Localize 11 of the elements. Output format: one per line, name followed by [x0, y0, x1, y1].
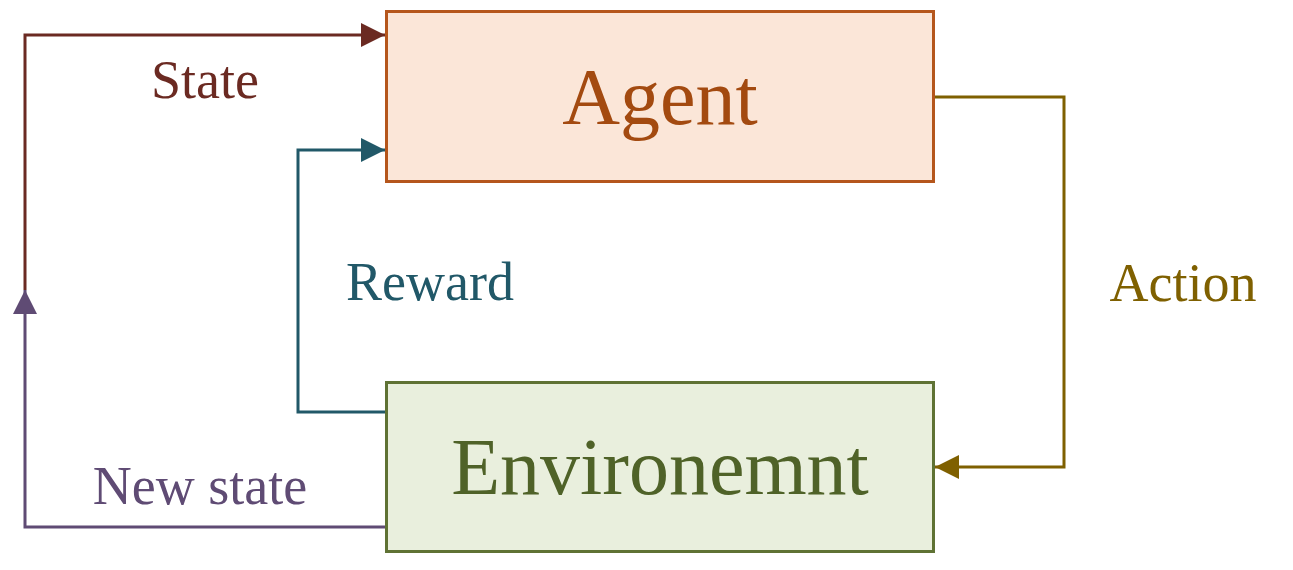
edge-label: New state — [92, 459, 308, 513]
process-box — [385, 381, 935, 553]
process-box — [385, 10, 935, 183]
edge-label: Action — [1109, 256, 1257, 310]
node-label: Environemnt — [451, 427, 869, 507]
arrow — [935, 95, 1066, 479]
arrow — [23, 23, 385, 290]
edge-label: State — [151, 53, 259, 107]
edge-label: Reward — [346, 255, 514, 309]
arrow — [13, 290, 385, 529]
arrow — [296, 138, 385, 414]
